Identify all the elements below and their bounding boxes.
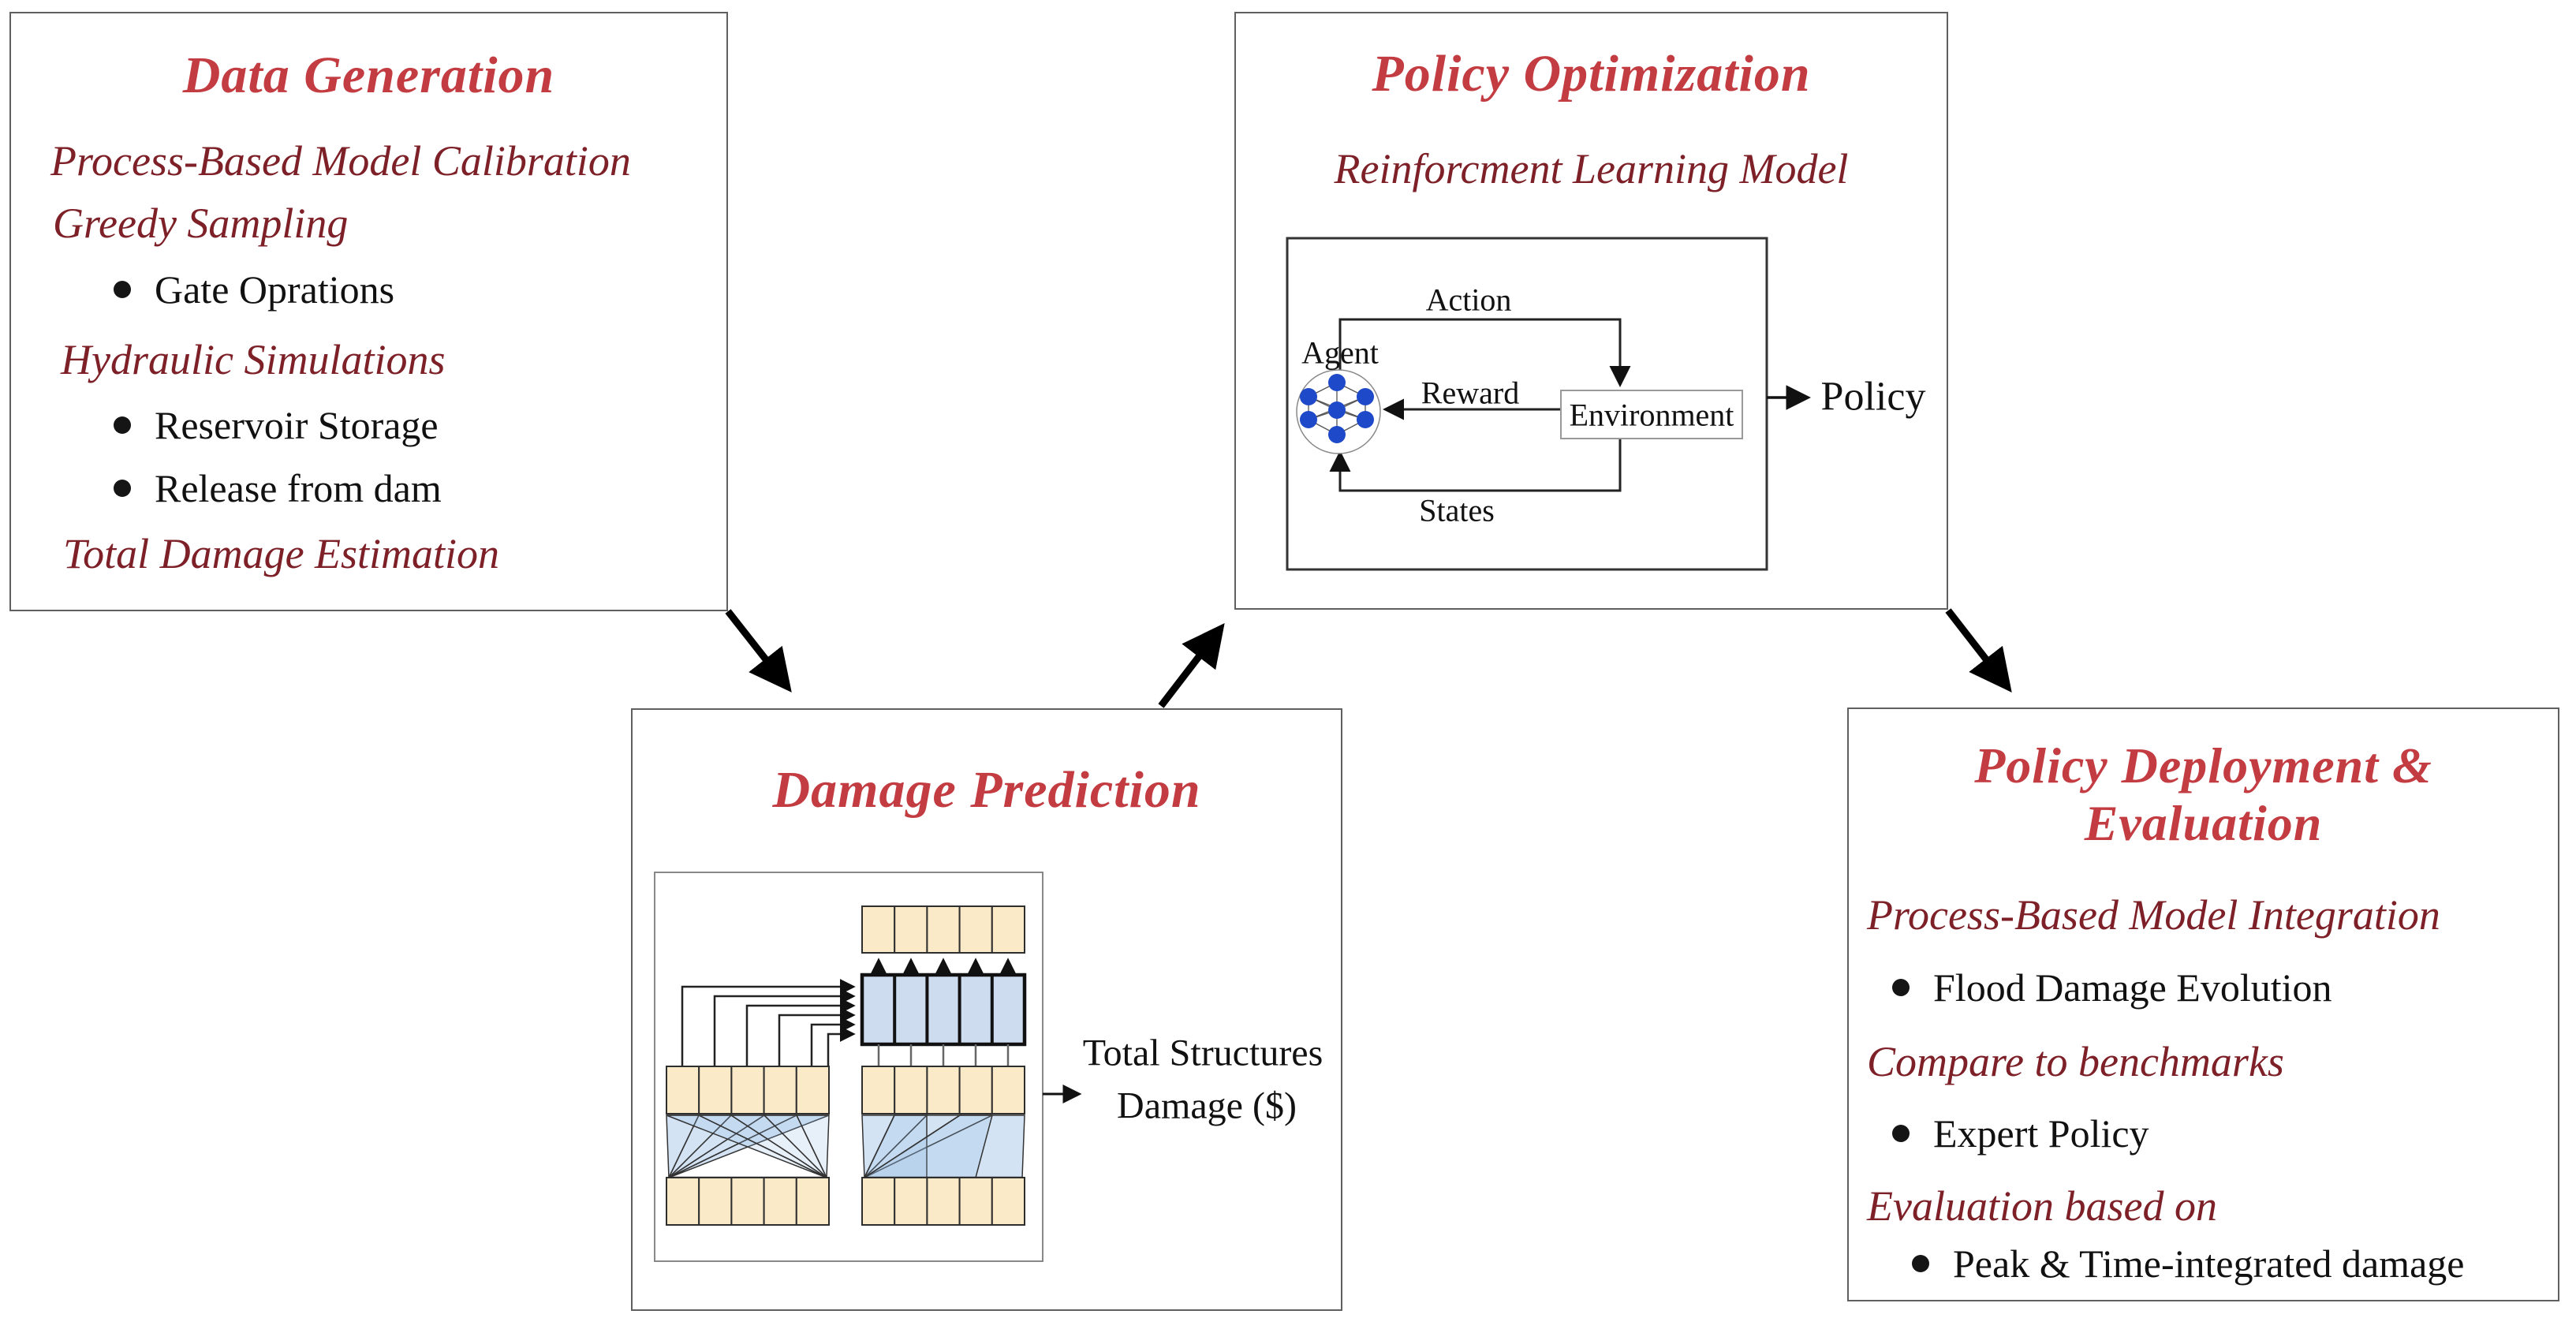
fan-right — [861, 1115, 1025, 1179]
list-item-label: Peak & Time-integrated damage — [1953, 1241, 2465, 1286]
rl-loop-diagram — [1286, 237, 1811, 571]
header-process-based-model-calibration: Process-Based Model Calibration — [50, 137, 631, 185]
elbow-connectors — [681, 979, 856, 1066]
environment-node — [1560, 390, 1743, 439]
header-evaluation-based-on: Evaluation based on — [1867, 1182, 2217, 1230]
data-generation-box: Data Generation Process-Based Model Cali… — [9, 12, 728, 611]
environment-label: Environment — [1569, 397, 1734, 433]
action-label: Action — [1425, 282, 1512, 318]
policy-deployment-title-line1: Policy Deployment & — [1974, 737, 2432, 793]
list-item-label: Expert Policy — [1933, 1111, 2149, 1156]
arrow-damage-prediction-to-policy-optimization — [1158, 623, 1225, 708]
header-compare-to-benchmarks: Compare to benchmarks — [1867, 1038, 2284, 1085]
policy-optimization-title: Policy Optimization — [1372, 45, 1811, 103]
states-label: States — [1419, 492, 1495, 528]
policy-optimization-box: Policy Optimization Reinforcment Learnin… — [1234, 12, 1948, 610]
bullet-icon — [1892, 1125, 1910, 1142]
agent-network-icon — [1296, 369, 1381, 454]
action-arrow — [1338, 318, 1631, 387]
list-item-peak-time-integrated-damage: Peak & Time-integrated damage — [1912, 1241, 2464, 1286]
subtitle-reinforcement-learning-model: Reinforcment Learning Model — [1334, 145, 1849, 192]
input-cells-right — [861, 1177, 1025, 1226]
bullet-icon — [114, 480, 131, 497]
bullet-icon — [114, 416, 131, 434]
list-item-reservoir-storage: Reservoir Storage — [114, 402, 439, 448]
data-generation-title: Data Generation — [182, 47, 555, 104]
header-total-damage-estimation: Total Damage Estimation — [63, 530, 500, 577]
up-arrows — [871, 958, 1016, 974]
fan-left — [666, 1115, 830, 1179]
header-greedy-sampling: Greedy Sampling — [53, 200, 349, 247]
header-hydraulic-simulations: Hydraulic Simulations — [61, 336, 446, 383]
list-item-label: Gate Oprations — [155, 267, 395, 312]
input-cells-left — [666, 1177, 831, 1226]
agent-label: Agent — [1301, 334, 1379, 371]
states-arrow — [1329, 439, 1622, 492]
bullet-icon — [114, 281, 131, 298]
list-item-label: Release from dam — [155, 466, 442, 510]
hidden-cells-row — [860, 973, 1027, 1047]
damage-network-diagram — [654, 872, 1082, 1262]
output-cells-row — [861, 905, 1025, 954]
damage-prediction-box: Damage Prediction — [631, 708, 1342, 1311]
bullet-icon — [1912, 1255, 1929, 1272]
middle-cells-left — [666, 1066, 831, 1115]
middle-cells-right — [861, 1066, 1025, 1115]
arrow-data-generation-to-damage-prediction — [725, 609, 792, 693]
header-process-based-model-integration: Process-Based Model Integration — [1867, 891, 2440, 939]
rl-frame — [1286, 237, 1768, 571]
policy-label: Policy — [1820, 374, 1926, 420]
bullet-icon — [1892, 979, 1910, 996]
output-label-line1: Total Structures — [1082, 1032, 1323, 1074]
list-item-flood-damage-evolution: Flood Damage Evolution — [1892, 965, 2332, 1010]
policy-deployment-box: Policy Deployment & Evaluation Process-B… — [1847, 708, 2559, 1301]
list-item-gate-operations: Gate Oprations — [114, 267, 394, 312]
vertical-links — [877, 1044, 1010, 1066]
reward-label: Reward — [1421, 375, 1520, 411]
list-item-expert-policy: Expert Policy — [1892, 1111, 2149, 1156]
list-item-release-from-dam: Release from dam — [114, 465, 442, 511]
arrow-policy-optimization-to-policy-deployment — [1945, 608, 2012, 693]
network-frame — [654, 872, 1043, 1262]
policy-deployment-title-line2: Evaluation — [2084, 795, 2323, 851]
list-item-label: Reservoir Storage — [155, 403, 439, 447]
output-label-line2: Damage ($) — [1117, 1085, 1297, 1127]
list-item-label: Flood Damage Evolution — [1933, 965, 2332, 1010]
damage-prediction-title: Damage Prediction — [772, 761, 1201, 819]
